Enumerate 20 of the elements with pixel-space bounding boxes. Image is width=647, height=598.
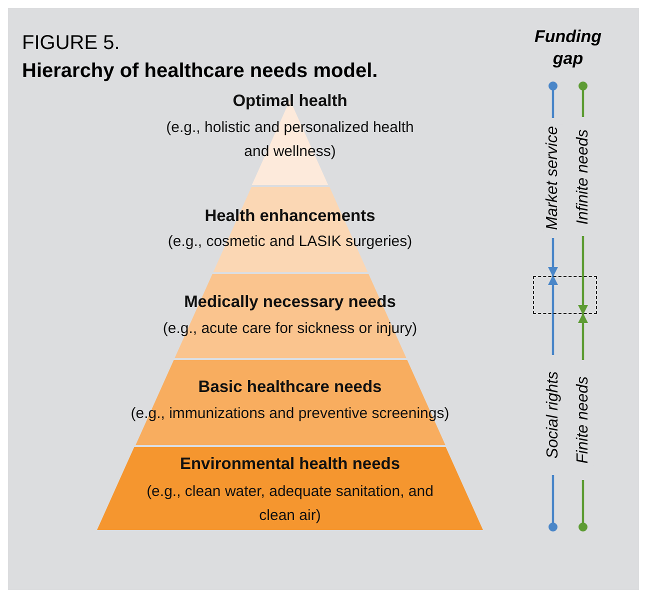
arrow xyxy=(548,82,558,278)
figure-title: Hierarchy of healthcare needs model. xyxy=(22,60,378,83)
tier-heading: Environmental health needs xyxy=(178,455,402,474)
arrow xyxy=(578,312,588,532)
edge-label: Social rights xyxy=(543,369,564,461)
figure-number: FIGURE 5. xyxy=(22,32,121,54)
tier-description: (e.g., acute care for sickness or injury) xyxy=(162,319,418,339)
tier-description: (e.g., clean water, adequate sanitation, and clean air) xyxy=(146,482,434,526)
tier-heading: Basic healthcare needs xyxy=(197,378,383,397)
column-heading: Funding gap xyxy=(533,26,603,70)
tier-heading: Optimal health xyxy=(232,92,348,111)
arrow xyxy=(548,274,558,532)
tier-heading: Health enhancements xyxy=(204,207,376,226)
dashed-box xyxy=(533,276,597,314)
pyramid-tier xyxy=(166,187,414,272)
tier-description: (e.g., cosmetic and LASIK surgeries) xyxy=(166,232,414,252)
tier-description: (e.g., holistic and personalized health and wellness) xyxy=(165,118,415,162)
arrow xyxy=(578,82,588,316)
pyramid-tier xyxy=(162,274,418,358)
tier-heading: Medically necessary needs xyxy=(183,293,397,312)
